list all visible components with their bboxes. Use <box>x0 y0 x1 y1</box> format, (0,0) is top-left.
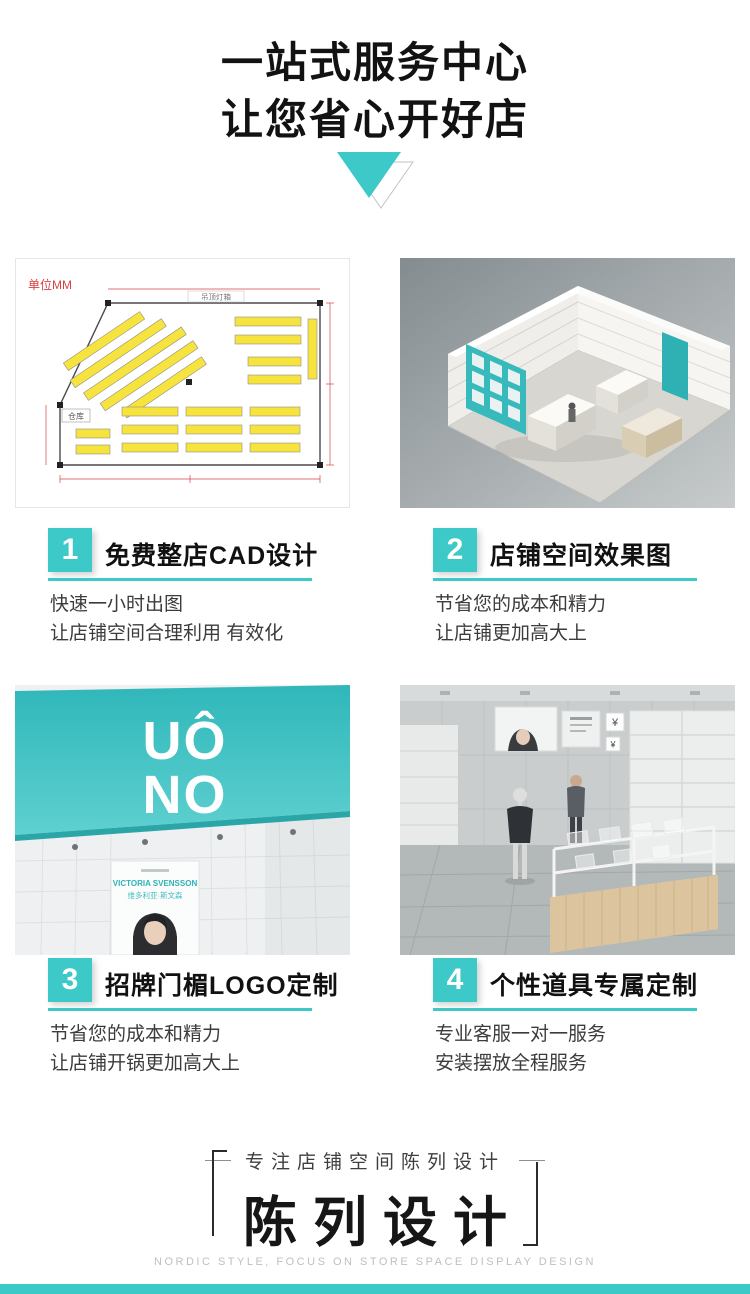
down-triangle-icon <box>333 148 417 210</box>
brand-logo-line1: UÔ <box>143 710 228 771</box>
section-desc-1: 快速一小时出图 让店铺空间合理利用 有效化 <box>50 590 283 648</box>
section-title-4: 个性道具专属定制 <box>490 972 699 1000</box>
cad-ceiling-label: 吊顶灯箱 <box>201 292 231 302</box>
page-title: 一站式服务中心 让您省心开好店 <box>0 34 750 148</box>
display-table <box>550 817 718 953</box>
desc-line: 专业客服一对一服务 <box>435 1024 607 1045</box>
section-logo-custom: 3 招牌门楣LOGO定制 节省您的成本和精力 让店铺开锅更加高大上 <box>48 958 383 1083</box>
footer-english-tagline: NORDIC STYLE, FOCUS ON STORE SPACE DISPL… <box>154 1256 596 1268</box>
desc-line: 安装摆放全程服务 <box>435 1053 588 1074</box>
left-shelf-unit <box>400 725 458 845</box>
desc-line: 让店铺开锅更加高大上 <box>50 1053 241 1074</box>
section-underline-2 <box>433 578 697 581</box>
poster-title: VICTORIA SVENSSON <box>113 879 198 888</box>
section-desc-4: 专业客服一对一服务 安装摆放全程服务 <box>435 1020 606 1078</box>
brand-logo-line2: NO <box>143 765 228 825</box>
right-corner-bracket <box>523 1162 538 1246</box>
section-underline-4 <box>433 1008 697 1011</box>
page-title-line2: 让您省心开好店 <box>220 96 529 143</box>
section-title-1: 免费整店CAD设计 <box>105 542 319 570</box>
step-badge-3: 3 <box>48 958 92 1002</box>
poster-wall <box>466 344 526 435</box>
props-display-image: ¥ ¥ <box>400 685 735 955</box>
section-space-render: 2 店铺空间效果图 节省您的成本和精力 让店铺更加高大上 <box>433 528 750 653</box>
right-dash <box>519 1159 545 1161</box>
wall-posters: ¥ ¥ <box>494 706 625 752</box>
designer-poster: VICTORIA SVENSSON 维多利亚·斯文森 <box>110 860 200 955</box>
page-title-line1: 一站式服务中心 <box>220 39 529 86</box>
left-dash <box>204 1159 231 1161</box>
section-title-3: 招牌门楣LOGO定制 <box>105 972 339 1000</box>
spotlights <box>72 829 296 850</box>
footer-subtitle: 专注店铺空间陈列设计 <box>244 1151 505 1173</box>
step-badge-2: 2 <box>433 528 477 572</box>
logo-sign-image: UÔ NO VICTORIA SVENSSON 维多利亚·斯文森 <box>15 685 350 955</box>
store-render-image <box>400 258 735 508</box>
right-shelf-unit <box>629 710 735 864</box>
desc-line: 节省您的成本和精力 <box>50 1024 222 1045</box>
desc-line: 节省您的成本和精力 <box>435 594 607 615</box>
poster-subtitle: 维多利亚·斯文森 <box>128 890 183 900</box>
cad-unit-label: 单位MM <box>28 277 72 292</box>
section-underline-3 <box>48 1008 312 1011</box>
desc-line: 快速一小时出图 <box>50 594 184 615</box>
cad-plan-image: 单位MM 吊顶灯箱 <box>15 258 350 508</box>
step-badge-4: 4 <box>433 958 477 1002</box>
desc-line: 让店铺更加高大上 <box>435 623 588 644</box>
yen-sign-2: ¥ <box>609 740 616 750</box>
left-corner-bracket <box>212 1150 227 1236</box>
footer-subtitle-row: 专注店铺空间陈列设计 <box>0 1148 750 1173</box>
section-title-2: 店铺空间效果图 <box>490 542 673 570</box>
step-badge-1: 1 <box>48 528 92 572</box>
person <box>567 775 585 843</box>
section-desc-2: 节省您的成本和精力 让店铺更加高大上 <box>435 590 606 648</box>
mannequin <box>505 788 535 885</box>
section-underline-1 <box>48 578 312 581</box>
footer-brand-title: 陈列设计 <box>243 1193 523 1253</box>
desc-line: 让店铺空间合理利用 有效化 <box>50 623 284 644</box>
yen-sign: ¥ <box>611 717 619 729</box>
section-desc-3: 节省您的成本和精力 让店铺开锅更加高大上 <box>50 1020 240 1078</box>
section-cad-design: 1 免费整店CAD设计 快速一小时出图 让店铺空间合理利用 有效化 <box>48 528 383 653</box>
next-section-edge <box>0 1284 750 1294</box>
section-props-custom: 4 个性道具专属定制 专业客服一对一服务 安装摆放全程服务 <box>433 958 750 1083</box>
cad-warehouse-label: 仓库 <box>68 411 84 421</box>
